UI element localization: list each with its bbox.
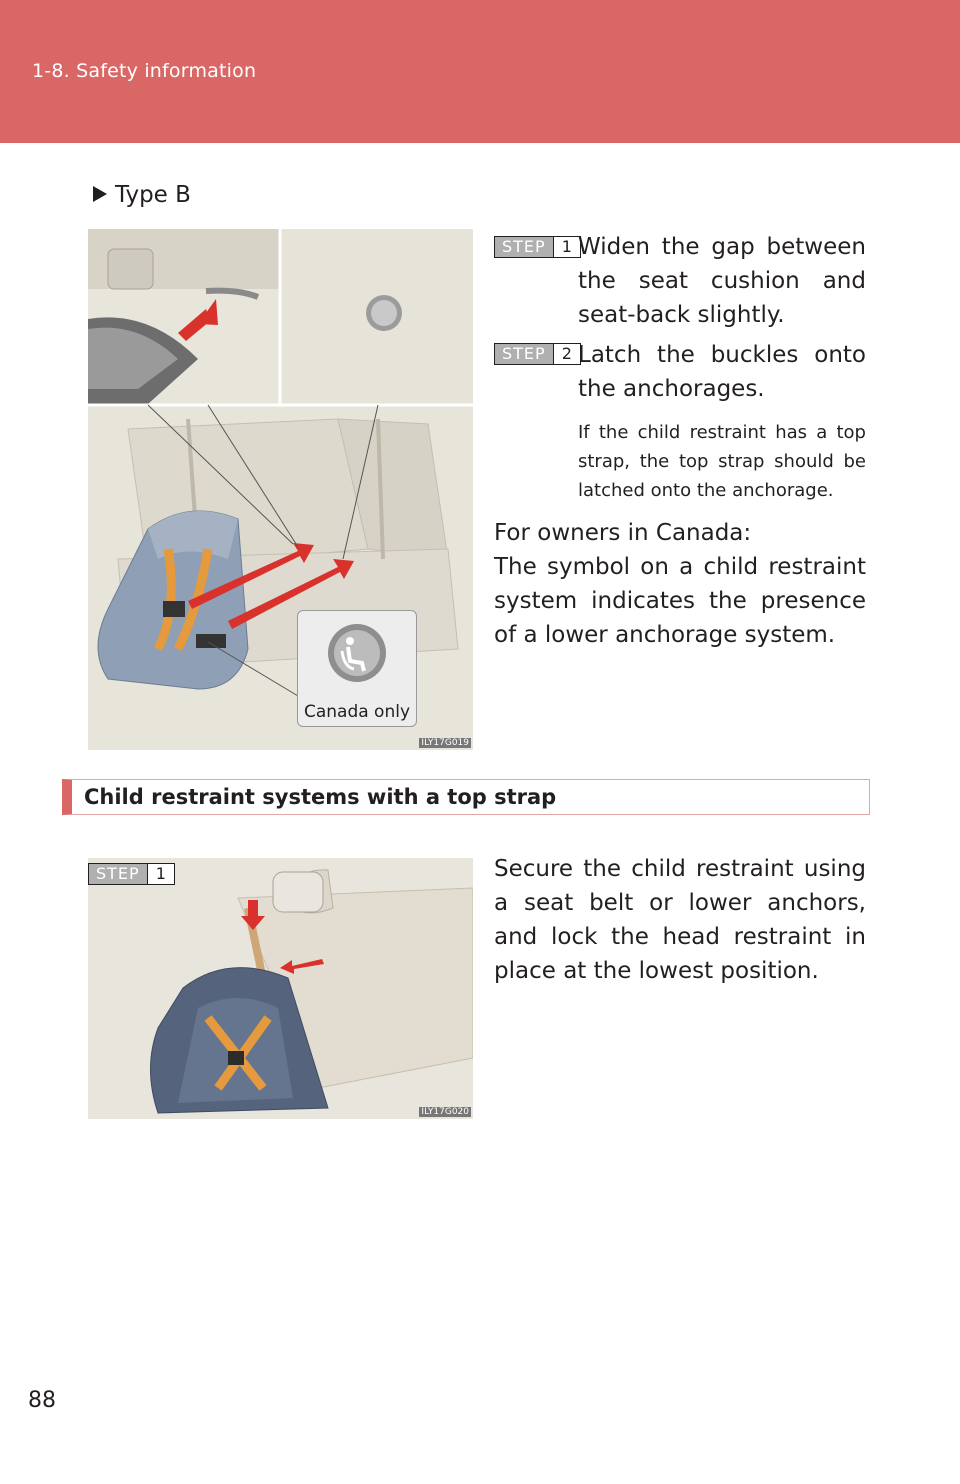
- figure-code: ILY17G020: [419, 1107, 471, 1117]
- section-title: 1-8. Safety information: [32, 60, 257, 82]
- seat-anchor-illustration: [88, 229, 473, 750]
- step-label: STEP: [495, 344, 553, 364]
- canada-heading: For owners in Canada:: [494, 520, 752, 546]
- canada-only-label: Canada only: [303, 702, 411, 722]
- step-number: 1: [146, 864, 174, 884]
- step-2-text: Latch the buckles onto the anchorages.: [578, 342, 866, 402]
- step-label: STEP: [495, 237, 553, 257]
- top-strap-note: If the child restraint has a top strap, …: [578, 422, 866, 501]
- lower-anchor-symbol-icon: [328, 624, 386, 682]
- figure-code: ILY17G019: [419, 738, 471, 748]
- step-1-text: Widen the gap between the seat cushion a…: [578, 234, 866, 328]
- figure-top-strap: ILY17G020: [88, 858, 473, 1119]
- page-header: 1-8. Safety information: [0, 0, 960, 143]
- type-heading-text: Type B: [115, 182, 191, 208]
- triangle-bullet-icon: [93, 185, 107, 202]
- page-number: 88: [28, 1388, 56, 1413]
- step-secure-text: Secure the child restraint using a seat …: [494, 856, 866, 984]
- figure-lower-anchors: ILY17G019: [88, 229, 473, 750]
- canada-text: The symbol on a child restraint system i…: [494, 554, 866, 648]
- subsection-title: Child restraint systems with a top strap: [62, 779, 870, 815]
- canada-callout: Canada only: [297, 610, 417, 727]
- type-heading: Type B: [93, 182, 191, 208]
- step-number: 2: [552, 344, 580, 364]
- step-number: 1: [552, 237, 580, 257]
- top-strap-illustration: [88, 858, 473, 1119]
- step-label: STEP: [89, 864, 147, 884]
